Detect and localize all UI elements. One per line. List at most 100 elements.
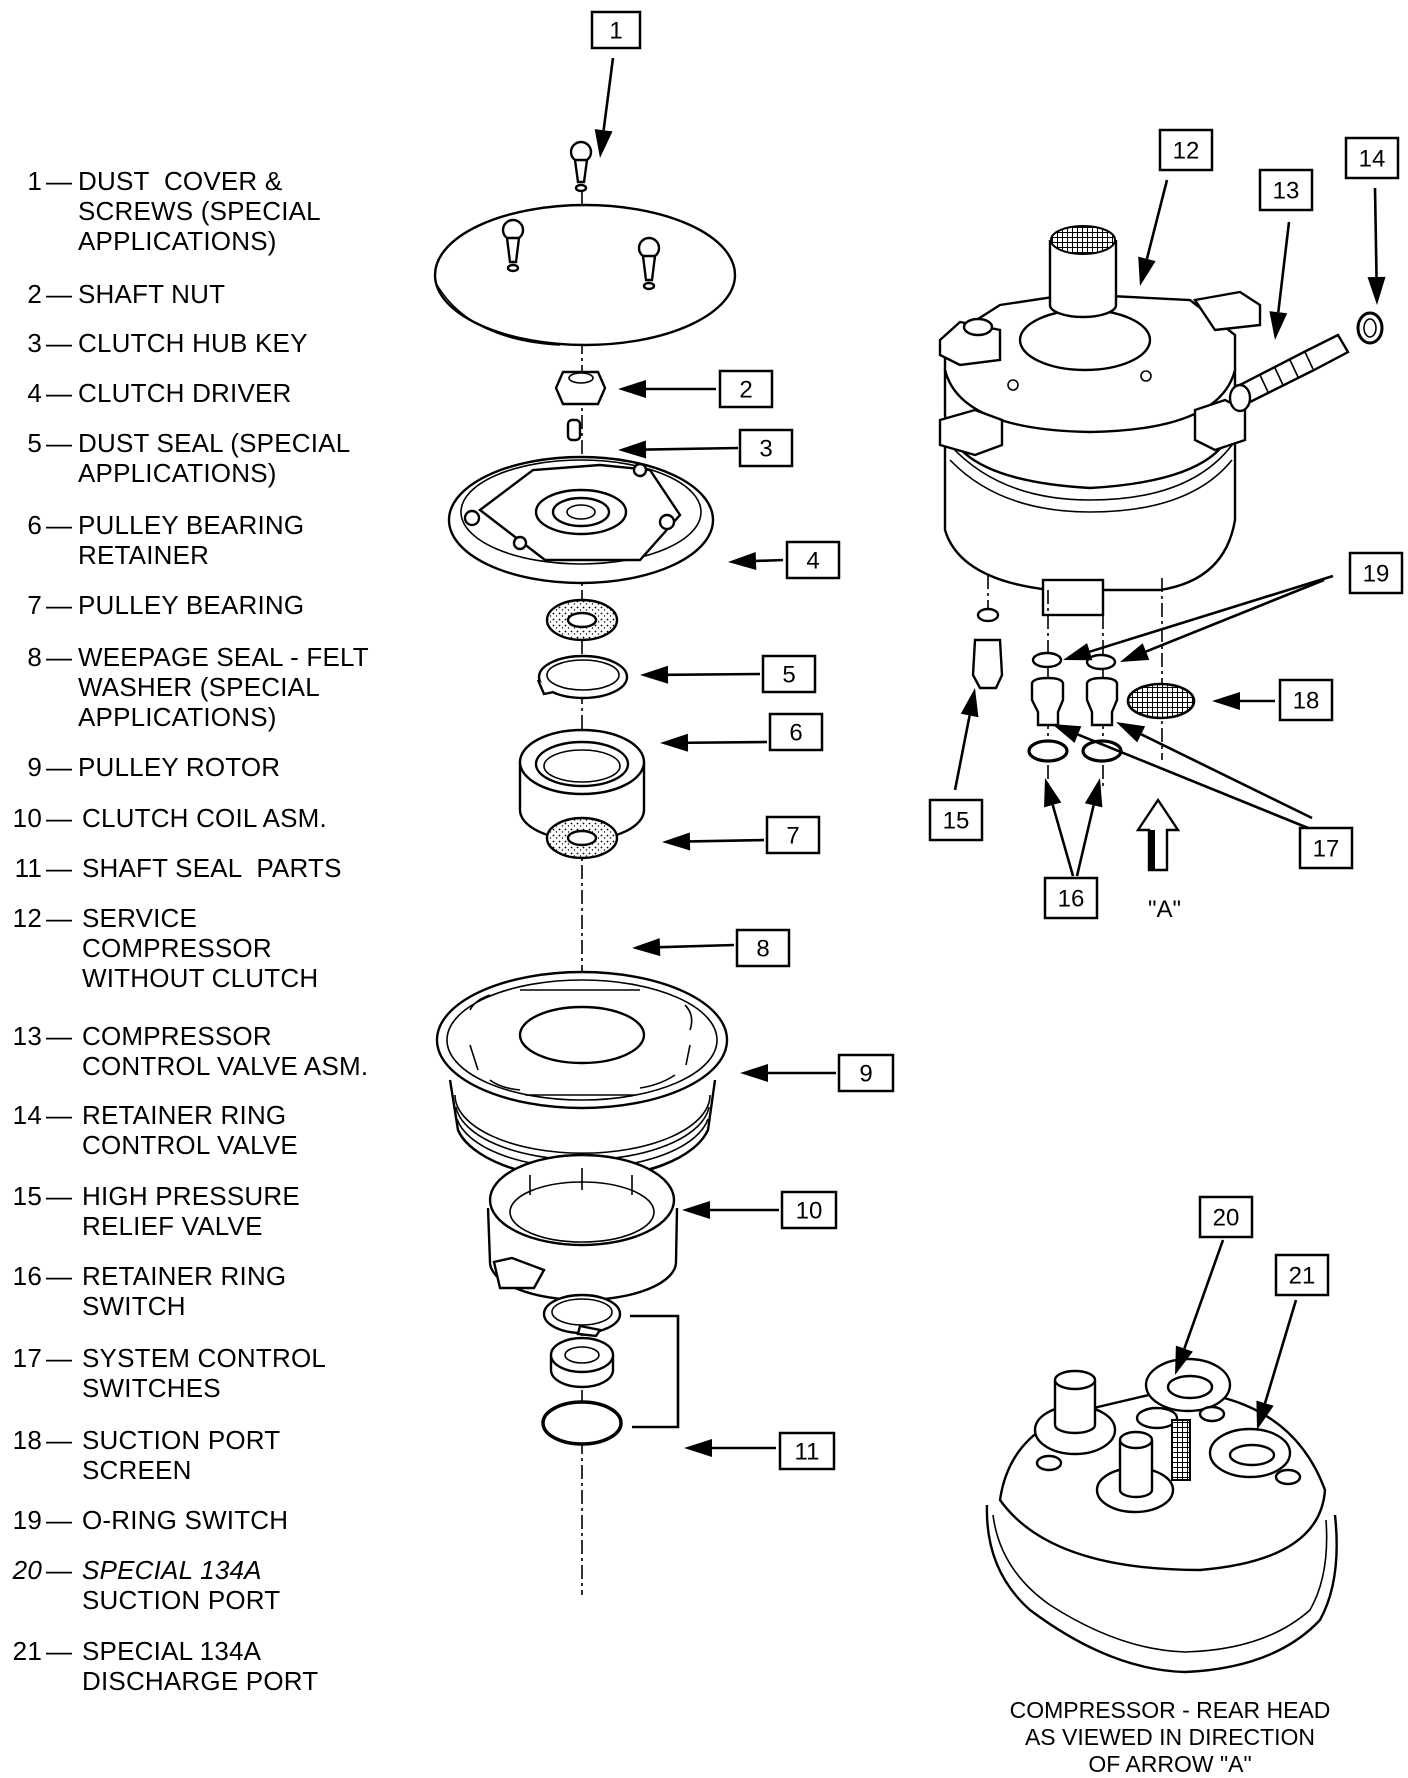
legend-number: 6 [27, 510, 42, 540]
arrowhead-icon [632, 938, 661, 957]
callout-arrow-11 [684, 1439, 776, 1457]
arrowhead-icon [594, 129, 613, 158]
arrowhead-icon [618, 440, 647, 459]
callout-number: 11 [795, 1439, 820, 1466]
legend-text: APPLICATIONS) [78, 458, 277, 488]
legend-number: 10 [12, 803, 42, 833]
legend-separator: — [46, 166, 73, 196]
callout-number: 15 [943, 808, 970, 835]
caption-line: OF ARROW "A" [1088, 1751, 1252, 1777]
legend-separator: — [46, 1425, 73, 1455]
screw-icon [637, 236, 661, 291]
callout-box-10: 10 [780, 1190, 838, 1230]
legend-separator: — [46, 428, 73, 458]
legend-text: PULLEY BEARING [78, 590, 305, 620]
legend-separator: — [46, 1505, 73, 1535]
legend-text: CLUTCH HUB KEY [78, 328, 308, 358]
legend-separator: — [46, 1636, 73, 1666]
legend-text: RELIEF VALVE [82, 1211, 263, 1241]
arrowhead-icon [1256, 1400, 1274, 1430]
callout-box-2: 2 [718, 369, 774, 409]
callout-number: 13 [1273, 178, 1300, 205]
part-pulley-bearing [518, 728, 646, 842]
callout-box-3: 3 [738, 428, 794, 468]
arrowhead-icon [618, 380, 646, 398]
legend-text: RETAINER RING [82, 1100, 287, 1130]
screw-icon [569, 140, 593, 193]
callout-box-12: 12 [1158, 128, 1214, 172]
callout-box-15: 15 [928, 798, 984, 842]
arrowhead-icon [960, 688, 979, 718]
legend-text: SHAFT NUT [78, 279, 226, 309]
callout-number: 18 [1293, 688, 1320, 715]
legend-text: CLUTCH DRIVER [78, 378, 292, 408]
part-pulley-bearing-retainer [536, 654, 629, 700]
part-dust-cover [433, 140, 737, 347]
arrowhead-icon [1138, 256, 1156, 286]
legend-text: SCREWS (SPECIAL [78, 196, 321, 226]
legend-number: 11 [14, 853, 42, 883]
legend-text: O-RING SWITCH [82, 1505, 289, 1535]
legend-text: SYSTEM CONTROL [82, 1343, 327, 1373]
callout-arrow-12 [1138, 179, 1169, 286]
legend-number: 2 [27, 279, 42, 309]
legend-text: RETAINER RING [82, 1261, 287, 1291]
legend-text: WEEPAGE SEAL - FELT [78, 642, 369, 672]
legend-separator: — [46, 903, 73, 933]
part-clutch-coil [486, 1153, 679, 1302]
legend-text: WITHOUT CLUTCH [82, 963, 319, 993]
legend-text: SCREEN [82, 1455, 192, 1485]
callout-number: 7 [786, 823, 799, 850]
legend-separator: — [46, 1021, 73, 1051]
callout-box-13: 13 [1258, 168, 1314, 212]
legend-separator: — [46, 853, 73, 883]
legend-number: 17 [12, 1343, 42, 1373]
callout-number: 21 [1289, 1263, 1316, 1290]
callout-arrow-7 [662, 832, 765, 851]
callout-box-16: 16 [1043, 876, 1099, 920]
legend-text: CONTROL VALVE ASM. [82, 1051, 369, 1081]
legend-separator: — [46, 1181, 73, 1211]
callout-number: 1 [609, 18, 622, 45]
legend-number: 8 [27, 642, 42, 672]
legend-number: 18 [12, 1425, 42, 1455]
callout-box-17: 17 [1298, 826, 1354, 870]
callout-arrow-17b [1116, 722, 1313, 820]
legend-separator: — [46, 1343, 73, 1373]
callout-box-6: 6 [768, 712, 824, 752]
legend-text: SUCTION PORT [82, 1425, 281, 1455]
legend-number: 15 [12, 1181, 42, 1211]
legend-text: SUCTION PORT [82, 1585, 281, 1615]
part-suction-port-screen [1126, 682, 1196, 720]
callout-arrow-4 [728, 551, 784, 570]
arrowhead-icon [682, 1201, 710, 1219]
legend-text: SPECIAL 134A [82, 1636, 262, 1666]
callout-number: 2 [739, 377, 752, 404]
part-system-control-switches [1030, 676, 1119, 727]
legend-text: DUST COVER & [78, 166, 283, 196]
callout-arrow-8 [632, 938, 735, 957]
callout-box-20: 20 [1198, 1195, 1254, 1239]
legend-number: 5 [27, 428, 42, 458]
rear-head-caption: COMPRESSOR - REAR HEAD AS VIEWED IN DIRE… [960, 1697, 1380, 1778]
callout-number: 9 [859, 1061, 872, 1088]
callout-number: 17 [1313, 836, 1340, 863]
arrowhead-icon [1116, 722, 1146, 743]
callout-number: 8 [756, 936, 769, 963]
callout-arrow-10 [682, 1201, 779, 1219]
legend-number: 16 [12, 1261, 42, 1291]
legend-separator: — [46, 378, 73, 408]
callout-number: 4 [806, 548, 819, 575]
legend-number: 19 [12, 1505, 42, 1535]
legend-separator: — [46, 752, 73, 782]
callout-arrow-20 [1175, 1239, 1225, 1375]
arrowhead-icon [1175, 1345, 1193, 1375]
callout-arrow-6 [660, 733, 768, 752]
arrowhead-icon [1212, 692, 1240, 710]
part-rear-head [985, 1357, 1338, 1674]
legend-text: RETAINER [78, 540, 210, 570]
callout-box-9: 9 [837, 1053, 895, 1093]
part-shaft-seal [541, 1293, 680, 1446]
